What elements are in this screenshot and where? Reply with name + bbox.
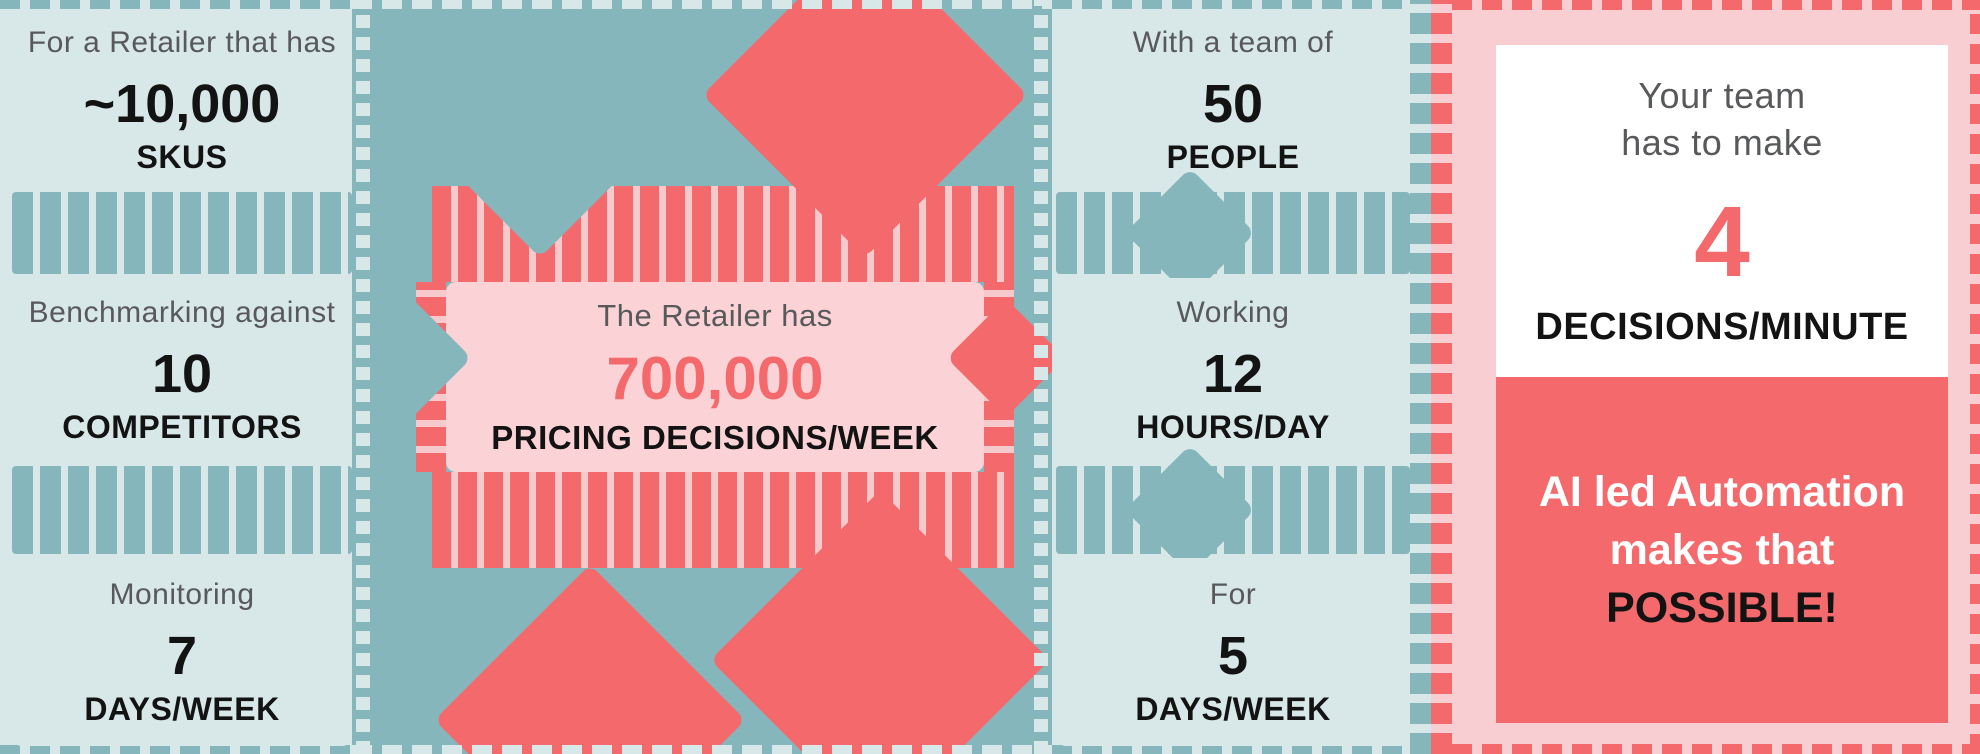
stat-box-days: For 5 DAYS/WEEK	[1056, 558, 1410, 746]
decisions-unit: DECISIONS/MINUTE	[1535, 306, 1909, 349]
competitors-unit: COMPETITORS	[62, 409, 302, 446]
center-edge-top	[352, 0, 1052, 9]
days-unit: DAYS/WEEK	[1135, 691, 1331, 728]
monitoring-unit: DAYS/WEEK	[84, 691, 280, 728]
decisions-card: Your team has to make 4 DECISIONS/MINUTE	[1496, 45, 1948, 377]
automation-card: AI led Automation makes that POSSIBLE!	[1496, 377, 1948, 723]
automation-line3: POSSIBLE!	[1606, 584, 1838, 633]
competitors-intro: Benchmarking against	[28, 295, 336, 329]
monitoring-value: 7	[166, 626, 198, 687]
decisions-intro-line1: Your team	[1638, 74, 1806, 116]
automation-line2: makes that	[1609, 525, 1835, 574]
red-diamond-bottom-left	[434, 564, 746, 754]
competitors-value: 10	[151, 344, 213, 405]
skus-intro: For a Retailer that has	[27, 25, 337, 59]
people-value: 50	[1202, 74, 1264, 135]
people-intro: With a team of	[1132, 25, 1334, 59]
edge-bottom-left	[0, 745, 352, 754]
stat-box-competitors: Benchmarking against 10 COMPETITORS	[12, 278, 352, 462]
panel-edge-top	[1452, 0, 1980, 10]
stat-box-skus: For a Retailer that has ~10,000 SKUS	[12, 12, 352, 188]
edge-top-mid	[1052, 0, 1410, 9]
edge-bottom-mid	[1052, 745, 1410, 754]
hours-value: 12	[1202, 344, 1264, 405]
left-fringe-band-1	[12, 192, 352, 274]
center-intro: The Retailer has	[597, 297, 833, 333]
days-value: 5	[1217, 626, 1249, 687]
decisions-intro-line2: has to make	[1621, 121, 1823, 163]
center-edge-bottom	[352, 745, 1052, 754]
automation-line1: AI led Automation	[1538, 467, 1906, 516]
hours-unit: HOURS/DAY	[1136, 409, 1330, 446]
edge-top-left	[0, 0, 352, 9]
days-intro: For	[1209, 577, 1257, 611]
left-fringe-band-2	[12, 466, 352, 554]
center-unit: PRICING DECISIONS/WEEK	[491, 419, 939, 457]
decisions-value: 4	[1694, 186, 1750, 299]
people-unit: PEOPLE	[1166, 139, 1300, 176]
hours-intro: Working	[1176, 295, 1290, 329]
decisions-intro: Your team has to make	[1621, 73, 1823, 167]
zipper-teal-tabs	[1410, 0, 1431, 754]
center-stat-box: The Retailer has 700,000 PRICING DECISIO…	[446, 282, 984, 472]
panel-edge-right	[1970, 0, 1980, 754]
skus-unit: SKUS	[136, 139, 228, 176]
center-value: 700,000	[606, 345, 824, 413]
skus-value: ~10,000	[83, 74, 281, 135]
ladder-left	[356, 0, 370, 754]
ladder-right	[1034, 0, 1048, 754]
panel-edge-bottom	[1452, 744, 1980, 754]
stat-box-people: With a team of 50 PEOPLE	[1056, 12, 1410, 188]
zipper-red-tabs	[1431, 0, 1452, 754]
stat-box-hours: Working 12 HOURS/DAY	[1056, 278, 1410, 462]
center-zone: The Retailer has 700,000 PRICING DECISIO…	[352, 0, 1052, 754]
teal-diamond-band-2	[1124, 444, 1256, 576]
result-panel: Your team has to make 4 DECISIONS/MINUTE…	[1452, 0, 1980, 754]
monitoring-intro: Monitoring	[109, 577, 255, 611]
stat-box-monitoring: Monitoring 7 DAYS/WEEK	[12, 558, 352, 746]
